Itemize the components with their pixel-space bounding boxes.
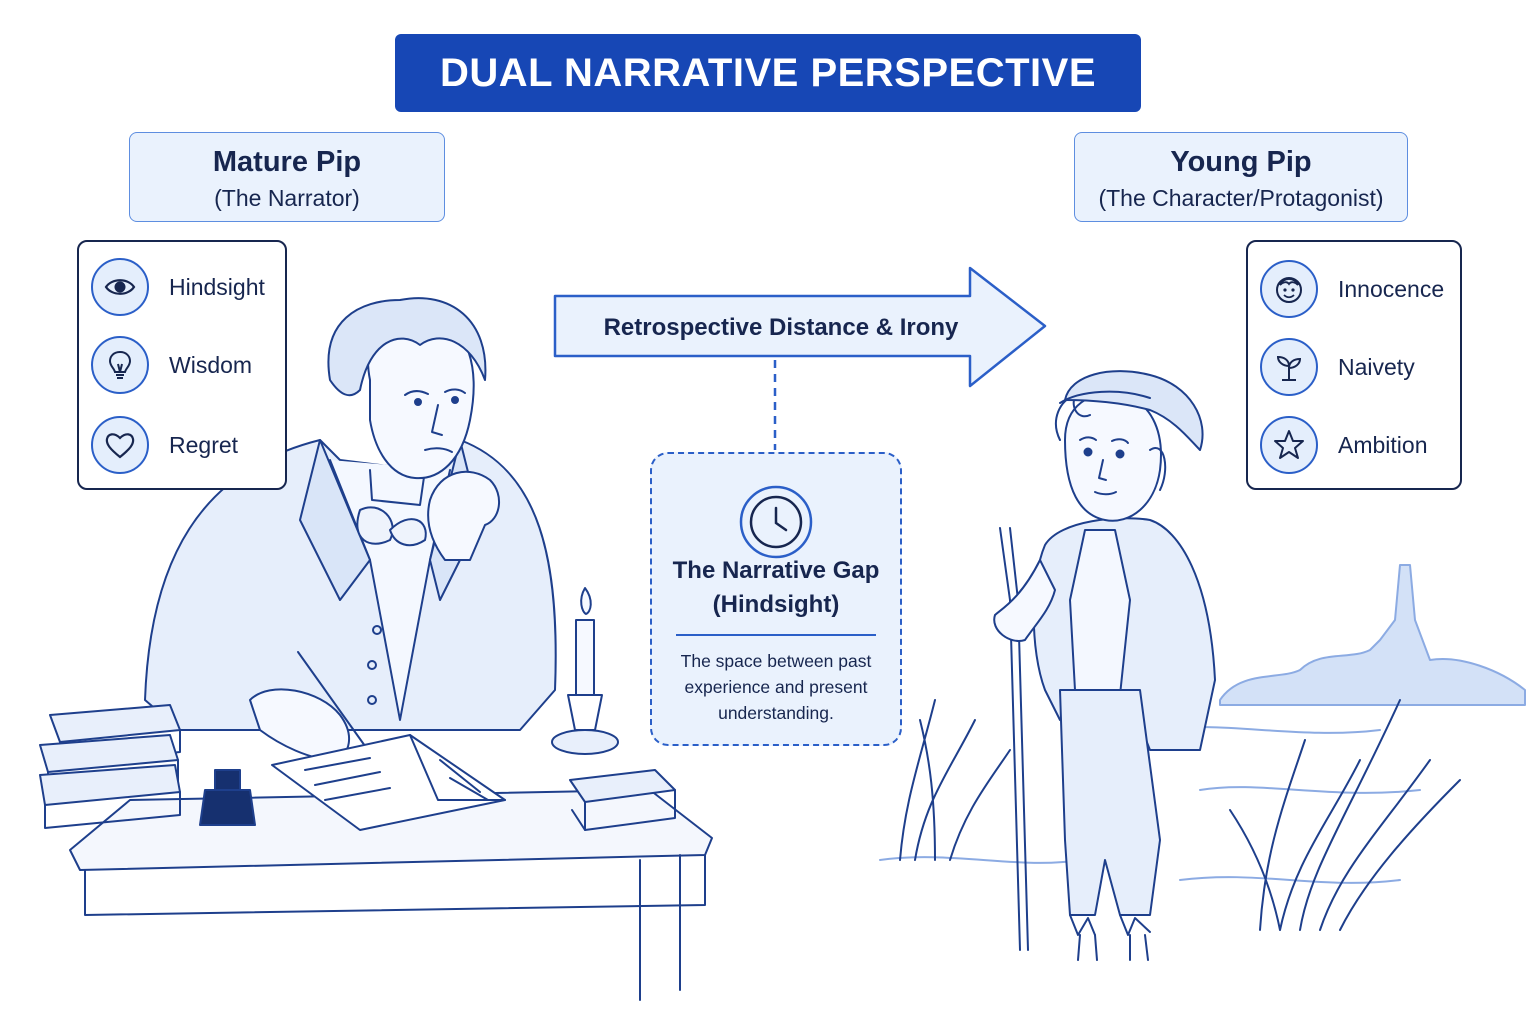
young-pip-box: Young Pip (The Character/Protagonist)	[1074, 132, 1408, 222]
trait-label: Innocence	[1338, 275, 1445, 302]
page-title: DUAL NARRATIVE PERSPECTIVE	[439, 50, 1097, 95]
arrow-label: Retrospective Distance & Irony	[603, 314, 959, 341]
mature-pip-name: Mature Pip	[212, 146, 362, 178]
gap-description: The space between past experience and pr…	[680, 651, 872, 723]
narrator-traits-panel: Hindsight Wisdom Regret	[77, 240, 287, 490]
eye-icon	[91, 258, 149, 316]
retrospective-arrow	[553, 266, 1047, 388]
lightbulb-icon	[91, 336, 149, 394]
trait-hindsight: Hindsight	[91, 258, 265, 316]
gap-title-line2: (Hindsight)	[712, 591, 840, 618]
trait-naivety: Naivety	[1260, 338, 1415, 396]
trait-label: Ambition	[1338, 431, 1428, 458]
young-pip-name: Young Pip	[1170, 146, 1312, 178]
sprout-icon	[1260, 338, 1318, 396]
gap-divider	[676, 634, 876, 636]
trait-label: Hindsight	[169, 273, 265, 300]
mature-pip-box: Mature Pip (The Narrator)	[129, 132, 445, 222]
mature-pip-role: (The Narrator)	[214, 185, 360, 211]
trait-ambition: Ambition	[1260, 416, 1427, 474]
trait-wisdom: Wisdom	[91, 336, 252, 394]
mature-pip-illustration	[39, 297, 713, 1001]
gap-title: The Narrative Gap (Hindsight)	[652, 554, 900, 622]
heart-icon	[91, 416, 149, 474]
character-traits-panel: Innocence Naivety Ambition	[1246, 240, 1462, 490]
narrative-gap-box: The Narrative Gap (Hindsight) The space …	[650, 452, 902, 746]
clock-icon	[738, 484, 814, 560]
young-pip-illustration	[879, 370, 1526, 961]
trait-label: Regret	[169, 431, 239, 458]
trait-regret: Regret	[91, 416, 238, 474]
trait-innocence: Innocence	[1260, 260, 1444, 318]
trait-label: Naivety	[1338, 353, 1415, 380]
gap-title-line1: The Narrative Gap	[672, 557, 880, 584]
title-banner: DUAL NARRATIVE PERSPECTIVE	[395, 34, 1141, 112]
star-icon	[1260, 416, 1318, 474]
trait-label: Wisdom	[169, 351, 253, 378]
young-pip-role: (The Character/Protagonist)	[1098, 185, 1384, 211]
child-face-icon	[1260, 260, 1318, 318]
